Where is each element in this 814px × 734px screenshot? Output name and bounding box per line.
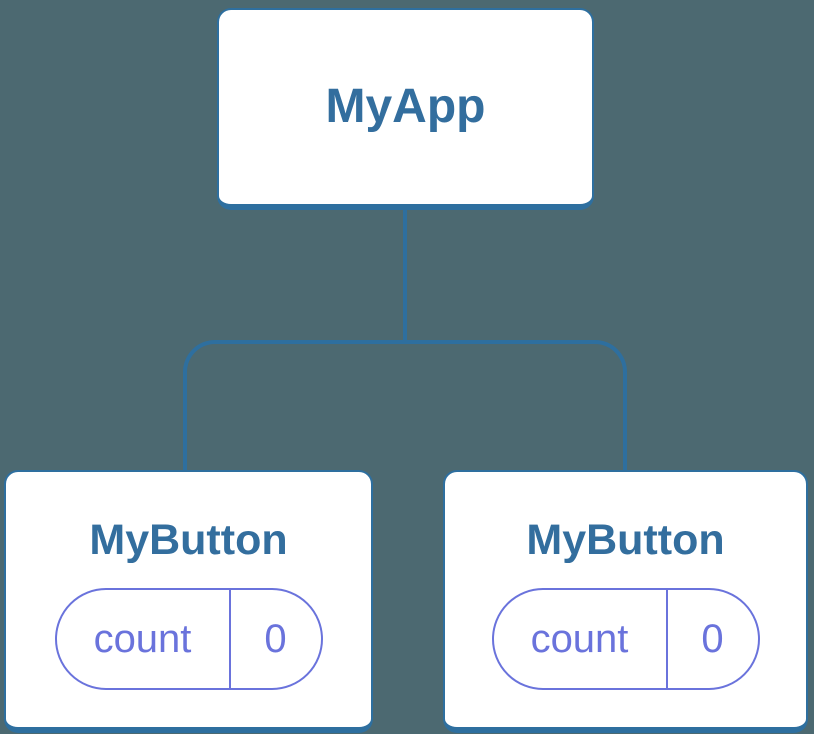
- state-name-cell: count: [93, 617, 192, 662]
- node-myapp: MyApp: [217, 8, 594, 210]
- node-mybutton-right: MyButton count 0: [443, 470, 808, 733]
- connector-stem-line: [403, 210, 407, 344]
- node-mybutton-right-label: MyButton: [526, 516, 725, 564]
- connector-branch-bracket: [183, 340, 627, 470]
- state-value-cell: 0: [701, 617, 724, 662]
- pill-divider: [228, 590, 231, 689]
- node-myapp-label: MyApp: [325, 80, 486, 134]
- state-value-cell: 0: [264, 617, 287, 662]
- pill-divider: [665, 590, 668, 689]
- node-mybutton-left-label: MyButton: [89, 516, 288, 564]
- state-name-cell: count: [530, 617, 629, 662]
- state-pill: count 0: [491, 588, 760, 691]
- state-pill: count 0: [54, 588, 323, 691]
- node-mybutton-left: MyButton count 0: [4, 470, 373, 733]
